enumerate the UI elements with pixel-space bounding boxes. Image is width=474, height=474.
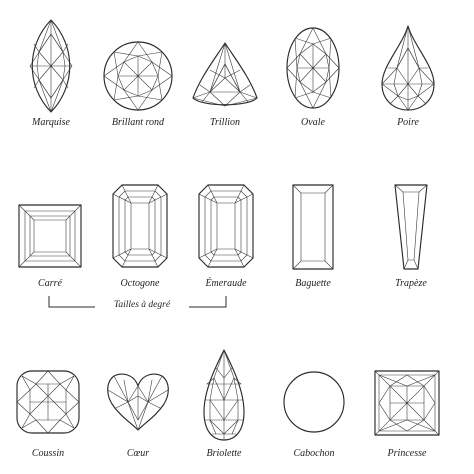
oval-cut-icon bbox=[285, 26, 341, 110]
heart-cut-icon bbox=[106, 372, 170, 432]
gem-label: Cœur bbox=[126, 448, 150, 459]
square-step-cut-icon bbox=[18, 204, 82, 268]
gem-label: Poire bbox=[397, 117, 419, 128]
gem-label: Marquise bbox=[32, 117, 70, 128]
gem-label: Princesse bbox=[387, 448, 427, 459]
step-cuts-label: Tailles à degré bbox=[95, 300, 189, 310]
gem-label: Briolette bbox=[206, 448, 242, 459]
gem-label: Émeraude bbox=[205, 278, 247, 289]
gem-label: Trillion bbox=[209, 117, 240, 128]
gem-label: Coussin bbox=[31, 448, 65, 459]
gem-label: Brillant rond bbox=[111, 117, 165, 128]
princess-cut-icon bbox=[374, 370, 440, 436]
briolette-cut-icon bbox=[202, 348, 246, 442]
emerald-cut-icon bbox=[198, 184, 254, 268]
trapeze-cut-icon bbox=[394, 184, 428, 270]
gem-label: Baguette bbox=[295, 278, 331, 289]
gem-label: Octogone bbox=[120, 278, 160, 289]
gem-label: Ovale bbox=[301, 117, 325, 128]
cushion-cut-icon bbox=[16, 370, 80, 434]
gem-label: Carré bbox=[38, 278, 62, 289]
octagon-cut-icon bbox=[112, 184, 168, 268]
round-brilliant-cut-icon bbox=[102, 40, 174, 112]
trillion-cut-icon bbox=[190, 40, 260, 110]
cabochon-cut-icon bbox=[282, 370, 346, 434]
gem-label: Cabochon bbox=[293, 448, 335, 459]
baguette-cut-icon bbox=[292, 184, 334, 270]
gem-label: Trapèze bbox=[395, 278, 427, 289]
pear-cut-icon bbox=[380, 24, 436, 112]
marquise-cut-icon bbox=[26, 18, 76, 114]
